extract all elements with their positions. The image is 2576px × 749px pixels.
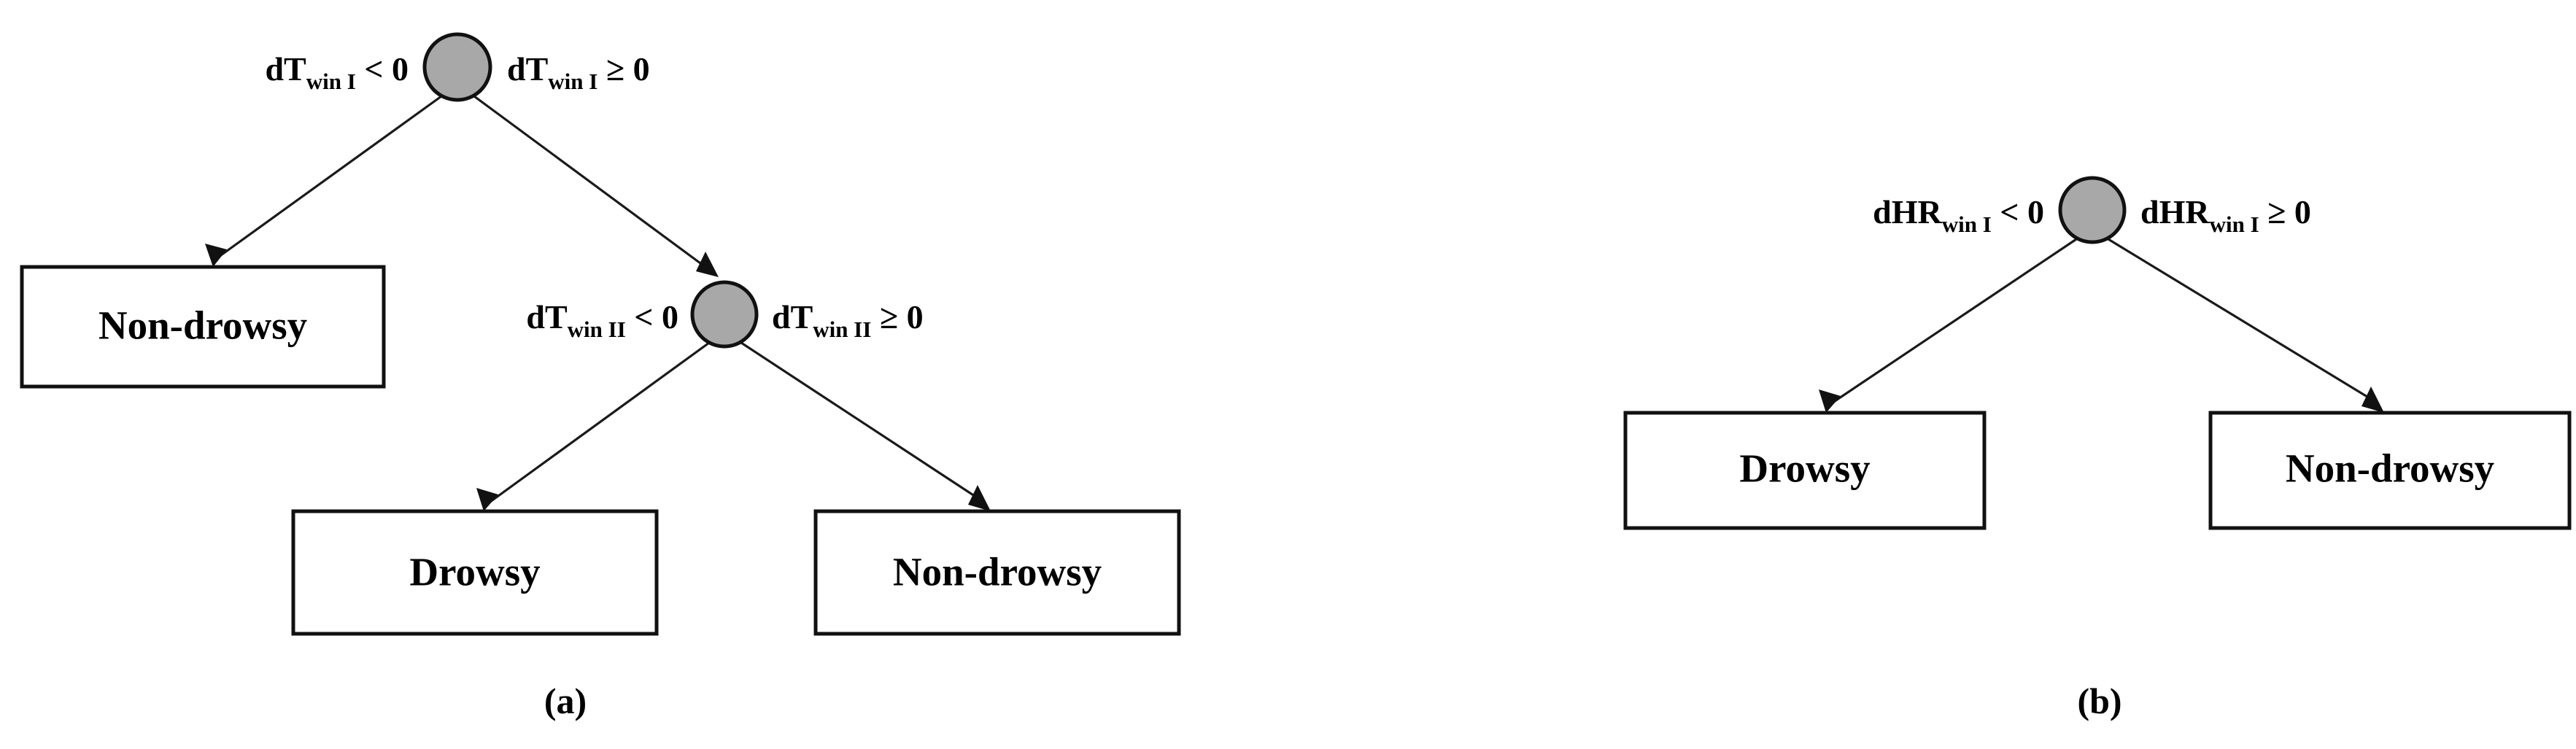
leaf-node-b-2[interactable]: Non-drowsy [2208,411,2572,530]
arrowhead-a-root-right-icon [696,252,719,277]
leaf-label-a-1: Non-drowsy [98,303,307,348]
arrowhead-a-node2-left-icon [476,488,498,511]
decision-node-a-root[interactable] [422,32,492,102]
panel-caption-b: (b) [2077,680,2121,721]
decision-node-b-root[interactable] [2058,176,2127,244]
edge-b-root-right [2108,238,2378,404]
leaf-node-a-2[interactable]: Drowsy [291,509,659,636]
panel-b: dHRwin I < 0 dHRwin I ≥ 0 Drowsy Non-dro… [1623,176,2572,721]
leaf-box-b-1[interactable] [1623,411,1987,530]
leaf-node-b-1[interactable]: Drowsy [1623,411,1987,530]
leaf-box-a-2[interactable] [291,509,659,636]
edge-a-root-right [473,95,712,273]
label-a-root-left: dTwin I < 0 [265,50,409,94]
edge-b-root-left [1832,238,2077,404]
edge-a-root-left [218,95,442,258]
arrowhead-b-root-left-icon [1819,389,1841,413]
decision-node-a-node2[interactable] [690,280,759,349]
leaf-label-b-1: Drowsy [1739,446,1870,491]
panel-b-edges [1819,238,2384,413]
label-b-root-left: dHRwin I < 0 [1873,193,2044,237]
leaf-node-a-1[interactable]: Non-drowsy [20,265,386,389]
label-a-node2-right: dTwin II ≥ 0 [772,298,924,342]
leaf-box-a-1[interactable] [20,265,386,389]
arrowhead-a-root-left-icon [205,244,227,267]
leaf-box-b-2[interactable] [2208,411,2572,530]
panel-caption-a: (a) [544,680,587,721]
leaf-label-a-2: Drowsy [409,550,540,594]
label-b-root-right: dHRwin I ≥ 0 [2140,193,2311,237]
panel-a-edges [205,95,991,511]
arrowhead-a-node2-right-icon [968,485,991,511]
edge-a-node2-left [490,341,710,503]
leaf-node-a-3[interactable]: Non-drowsy [813,509,1181,636]
label-a-node2-left: dTwin II < 0 [526,298,678,342]
panel-a: dTwin I < 0 dTwin I ≥ 0 dTwin II < 0 dTw… [20,32,1181,721]
arrowhead-b-root-right-icon [2362,387,2384,413]
leaf-box-a-3[interactable] [813,509,1181,636]
label-a-root-right: dTwin I ≥ 0 [507,50,650,94]
leaf-label-b-2: Non-drowsy [2286,446,2494,491]
edge-a-node2-right [740,341,984,503]
leaf-label-a-3: Non-drowsy [893,550,1102,594]
